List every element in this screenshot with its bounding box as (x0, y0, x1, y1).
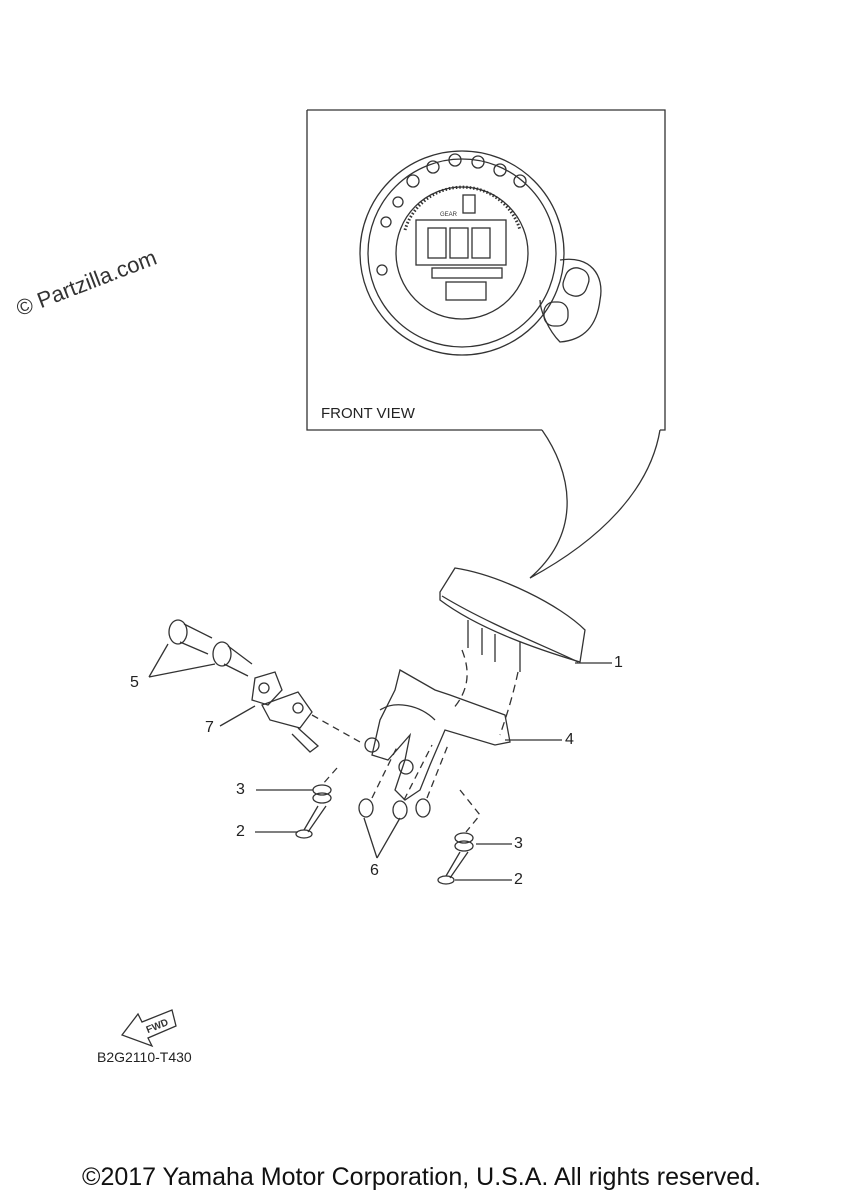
front-view-inset (307, 109, 666, 431)
dampers (358, 744, 449, 820)
callout-7: 7 (205, 719, 214, 736)
diagram-code: B2G2110-T430 (97, 1049, 192, 1065)
gauge-front-view (359, 150, 602, 356)
callout-4: 4 (565, 731, 574, 748)
bolt-pair (168, 619, 253, 677)
callout-2b: 2 (514, 871, 523, 888)
front-view-label: FRONT VIEW (321, 405, 415, 422)
gear-label: GEAR (440, 212, 458, 218)
callout-5: 5 (130, 674, 139, 691)
copyright-notice: ©2017 Yamaha Motor Corporation, U.S.A. A… (82, 1163, 761, 1191)
callout-6: 6 (370, 862, 379, 879)
meter-bracket (364, 669, 511, 801)
callout-3b: 3 (514, 835, 523, 852)
stay-bracket (251, 671, 361, 753)
callout-1: 1 (614, 654, 623, 671)
callout-bubble (529, 429, 661, 579)
fwd-arrow-icon (120, 1009, 177, 1048)
callout-3a: 3 (236, 781, 245, 798)
callout-2a: 2 (236, 823, 245, 840)
meter-assembly (439, 567, 586, 736)
